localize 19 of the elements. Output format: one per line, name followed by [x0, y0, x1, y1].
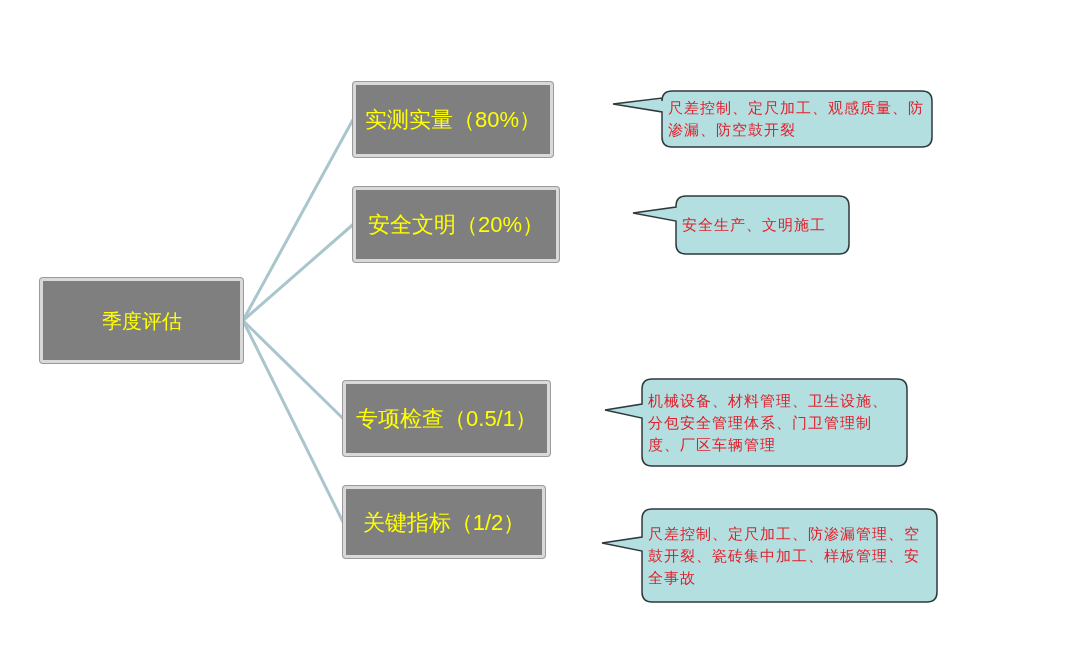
callout-text: 安全生产、文明施工 — [682, 216, 826, 235]
speech-bubble — [632, 195, 850, 255]
category-box — [353, 82, 553, 157]
callout-text: 机械设备、材料管理、卫生设施、分包安全管理体系、门卫管理制度、厂区车辆管理 — [648, 391, 889, 455]
category-box — [40, 278, 243, 363]
category-box — [343, 486, 545, 558]
speech-bubble — [604, 378, 908, 467]
connector-line — [242, 223, 354, 322]
callout-text: 尺差控制、定尺加工、观感质量、防渗漏、防空鼓开裂 — [668, 99, 925, 140]
speech-bubble — [601, 508, 938, 603]
box-label: 专项检查（0.5/1） — [356, 405, 537, 433]
category-box — [353, 187, 559, 262]
box-label: 季度评估 — [101, 308, 182, 334]
callout-text: 尺差控制、定尺加工、防渗漏管理、空鼓开裂、瓷砖集中加工、样板管理、安全事故 — [648, 524, 921, 588]
speech-bubble — [612, 90, 933, 148]
box-label: 安全文明（20%） — [367, 211, 544, 239]
box-label: 实测实量（80%） — [364, 106, 541, 134]
box-label: 关键指标（1/2） — [362, 508, 526, 537]
category-box — [343, 381, 550, 456]
